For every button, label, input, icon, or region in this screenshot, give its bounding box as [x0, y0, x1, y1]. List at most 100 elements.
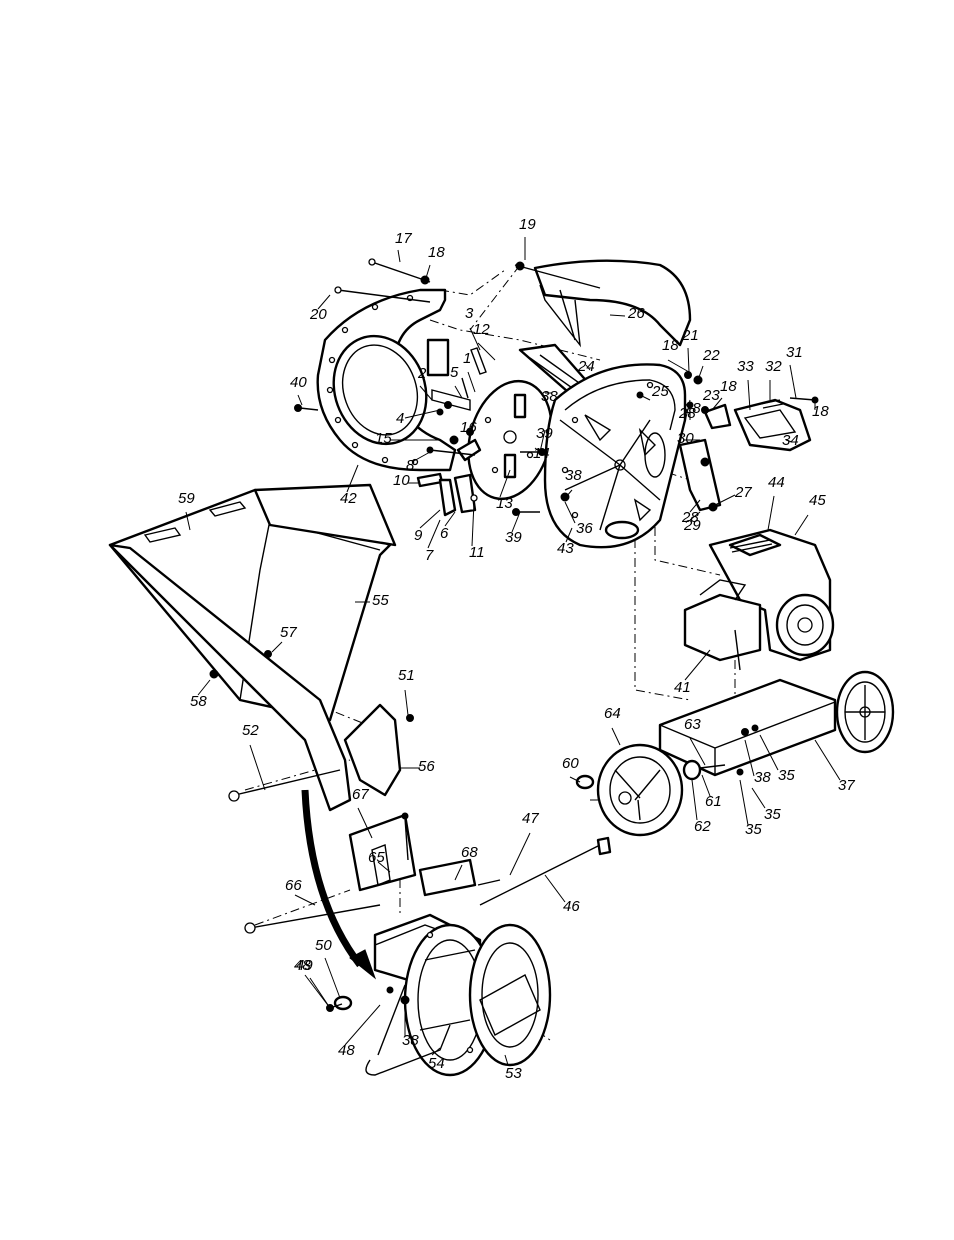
callout-17: 17 [395, 230, 412, 247]
leader-line [426, 265, 430, 278]
callout-52: 52 [242, 722, 259, 739]
leader-line [310, 978, 328, 1005]
leader-line [740, 780, 748, 825]
leader-line [768, 496, 774, 530]
callout-28: 28 [681, 509, 699, 526]
callout-39: 39 [505, 529, 522, 546]
leader-line [795, 515, 808, 535]
callout-12: 12 [473, 321, 490, 338]
callout-68: 68 [461, 844, 478, 861]
callout-60: 60 [562, 755, 579, 772]
lower-brackets [245, 813, 475, 933]
leader-line [610, 315, 625, 316]
callout-35: 35 [778, 767, 795, 784]
callout-18: 18 [428, 244, 445, 261]
hopper [110, 485, 414, 810]
callout-63: 63 [684, 716, 701, 733]
callout-47: 47 [522, 810, 539, 827]
callout-21: 21 [681, 327, 699, 344]
callout-25: 25 [651, 383, 669, 400]
callout-28: 28 [678, 405, 696, 422]
leader-line [790, 365, 796, 398]
leader-line [398, 250, 400, 262]
callout-20: 20 [309, 306, 327, 323]
callout-40: 40 [290, 374, 307, 391]
callout-59: 59 [178, 490, 195, 507]
callout-3: 3 [465, 305, 474, 322]
callout-38: 38 [754, 769, 771, 786]
callout-32: 32 [765, 358, 782, 375]
callout-19: 19 [519, 216, 536, 233]
leader-line [420, 510, 440, 528]
leader-line [305, 975, 330, 1008]
callout-13: 13 [496, 495, 513, 512]
engine [685, 530, 833, 670]
leader-line [345, 1005, 380, 1045]
callout-58: 58 [190, 693, 207, 710]
callout-30: 30 [677, 430, 694, 447]
leader-line [545, 875, 565, 902]
leader-line [752, 788, 765, 808]
left-housing [318, 290, 470, 470]
intake-chute [327, 915, 551, 1075]
callout-35: 35 [764, 806, 781, 823]
callout-11: 11 [469, 544, 485, 561]
axle-rod [478, 838, 610, 905]
callout-10: 10 [393, 472, 410, 489]
callout-53: 53 [505, 1065, 522, 1082]
callout-45: 45 [809, 492, 826, 509]
callout-18: 18 [720, 378, 737, 395]
callout-66: 66 [285, 877, 302, 894]
leader-line [612, 728, 620, 745]
callout-38: 38 [541, 388, 558, 405]
callout-42: 42 [340, 490, 357, 507]
leader-line [688, 348, 689, 372]
callout-67: 67 [352, 786, 369, 803]
callout-27: 27 [734, 484, 752, 501]
callout-9: 9 [414, 527, 423, 544]
callout-65: 65 [368, 849, 385, 866]
callout-55: 55 [372, 592, 389, 609]
leader-line [405, 690, 408, 715]
callout-61: 61 [705, 793, 722, 810]
callout-22: 22 [702, 347, 720, 364]
callout-54: 54 [428, 1055, 445, 1072]
callout-37: 37 [838, 777, 855, 794]
callout-5: 5 [450, 364, 459, 381]
leader-line [250, 745, 265, 790]
callout-64: 64 [604, 705, 621, 722]
callout-43: 43 [557, 540, 574, 557]
leader-line [815, 740, 840, 780]
callout-56: 56 [418, 758, 435, 775]
callout-26: 26 [627, 305, 645, 322]
callout-38: 38 [402, 1032, 419, 1049]
leader-line [685, 650, 710, 680]
callout-62: 62 [694, 818, 711, 835]
callout-24: 24 [577, 358, 595, 375]
callout-7: 7 [425, 547, 434, 564]
callout-4: 4 [396, 410, 404, 427]
callout-31: 31 [786, 344, 803, 361]
callout-23: 23 [702, 387, 720, 404]
callout-18: 18 [812, 403, 829, 420]
callout-41: 41 [674, 679, 691, 696]
leader-line [295, 895, 315, 905]
leader-line [298, 395, 302, 405]
callout-46: 46 [563, 898, 580, 915]
leader-line [325, 958, 340, 998]
callout-48: 48 [294, 957, 311, 974]
leader-line [510, 833, 530, 875]
callout-35: 35 [745, 821, 762, 838]
leader-line [468, 372, 475, 392]
callout-38: 38 [565, 467, 582, 484]
callout-44: 44 [768, 474, 785, 491]
callout-34: 34 [782, 432, 799, 449]
callout-6: 6 [440, 525, 449, 542]
callout-33: 33 [737, 358, 754, 375]
callout-50: 50 [315, 937, 332, 954]
callout-15: 15 [375, 430, 392, 447]
callout-57: 57 [280, 624, 297, 641]
leader-line [692, 780, 697, 820]
callout-36: 36 [576, 520, 593, 537]
